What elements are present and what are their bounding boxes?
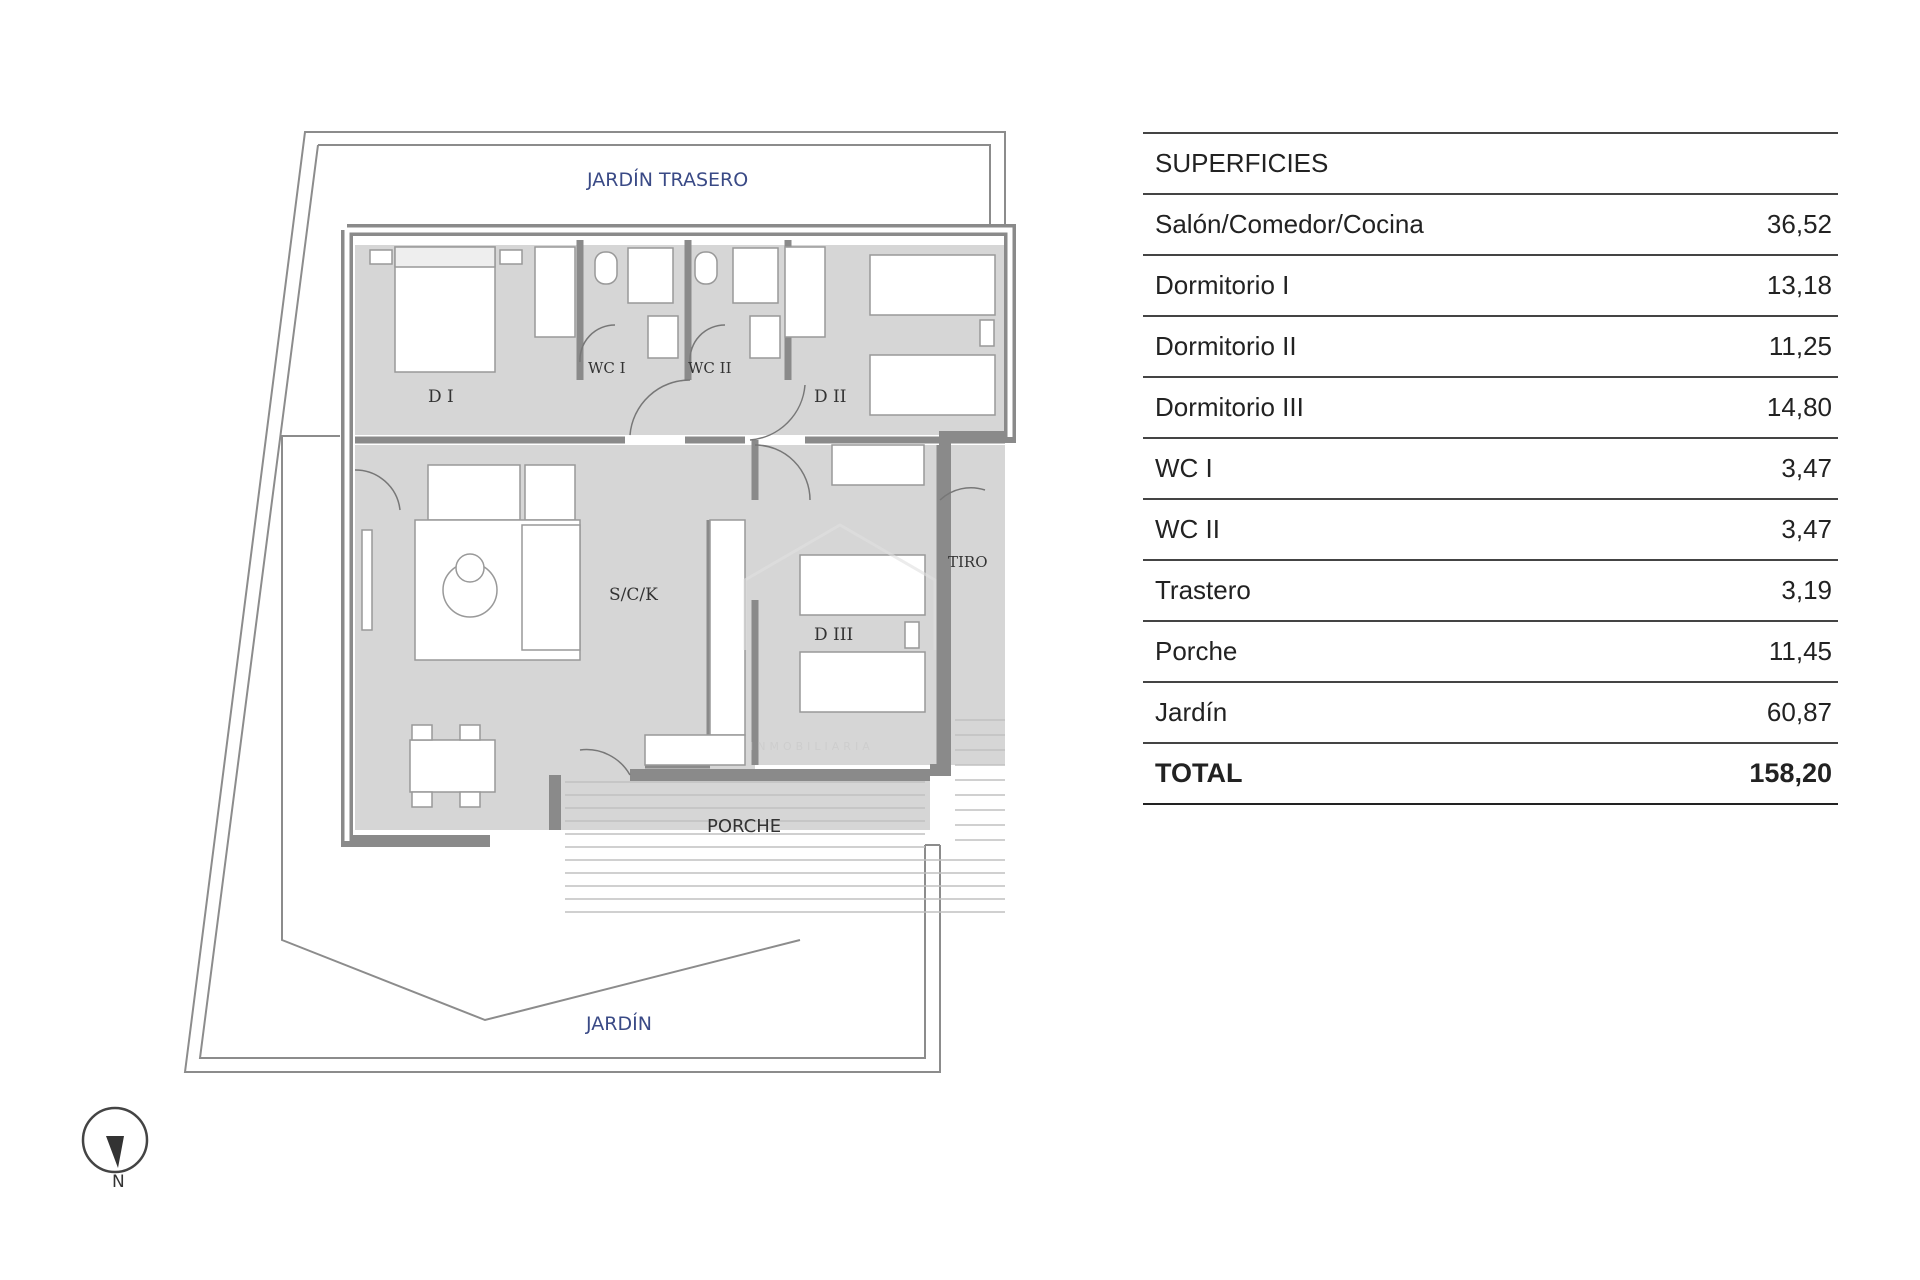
label-d3: D III xyxy=(814,625,853,645)
label-sck: S/C/K xyxy=(609,585,658,605)
label-d1: D I xyxy=(428,387,454,407)
label-tiro: TIRO xyxy=(948,553,988,571)
table-total-row: TOTAL 158,20 xyxy=(1143,744,1838,805)
surface-table: SUPERFICIES Salón/Comedor/Cocina 36,52 D… xyxy=(1143,132,1838,805)
row-label: Dormitorio II xyxy=(1155,331,1297,361)
total-label: TOTAL xyxy=(1155,758,1243,788)
door-swings xyxy=(354,324,986,776)
porch-slats xyxy=(565,719,1005,913)
row-value: 11,25 xyxy=(1768,331,1832,361)
compass-label: N xyxy=(112,1172,125,1192)
watermark: INMOBILIARIA xyxy=(743,523,937,753)
label-porche: PORCHE xyxy=(707,816,781,837)
label-jardin-trasero: JARDÍN TRASERO xyxy=(586,168,748,191)
row-value: 13,18 xyxy=(1766,270,1832,300)
table-row: Dormitorio I 13,18 xyxy=(1143,256,1838,317)
label-wc1: WC I xyxy=(588,359,626,377)
table-row: Dormitorio II 11,25 xyxy=(1143,317,1838,378)
row-label: Salón/Comedor/Cocina xyxy=(1155,209,1424,239)
row-label: Dormitorio I xyxy=(1155,270,1290,300)
table-row: WC I 3,47 xyxy=(1143,439,1838,500)
table-row: Trastero 3,19 xyxy=(1143,561,1838,622)
row-label: Porche xyxy=(1155,636,1238,666)
garden-outline xyxy=(183,131,1006,1073)
row-value: 3,47 xyxy=(1781,453,1832,483)
north-pointer-icon xyxy=(106,1136,124,1168)
watermark-text: INMOBILIARIA xyxy=(750,740,874,753)
row-value: 11,45 xyxy=(1768,636,1832,666)
row-value: 36,52 xyxy=(1766,209,1832,239)
table-row: Salón/Comedor/Cocina 36,52 xyxy=(1143,195,1838,256)
table-title: SUPERFICIES xyxy=(1155,148,1329,178)
table-row: Jardín 60,87 xyxy=(1143,683,1838,744)
row-label: Jardín xyxy=(1155,697,1228,727)
row-value: 3,47 xyxy=(1781,514,1832,544)
row-value: 3,19 xyxy=(1781,575,1832,605)
row-label: WC I xyxy=(1155,453,1213,483)
row-label: WC II xyxy=(1155,514,1220,544)
row-label: Trastero xyxy=(1155,575,1251,605)
table-row: Dormitorio III 14,80 xyxy=(1143,378,1838,439)
furniture xyxy=(361,246,996,808)
exterior-wall-inner xyxy=(344,227,1013,841)
table-row: WC II 3,47 xyxy=(1143,500,1838,561)
row-label: Dormitorio III xyxy=(1155,392,1304,422)
label-d2: D II xyxy=(814,387,846,407)
label-jardin: JARDÍN xyxy=(585,1012,652,1035)
table-row: Porche 11,45 xyxy=(1143,622,1838,683)
row-value: 14,80 xyxy=(1766,392,1832,422)
north-arrow: N xyxy=(81,1106,149,1192)
table-header: SUPERFICIES xyxy=(1143,134,1838,195)
row-value: 60,87 xyxy=(1766,697,1832,727)
total-value: 158,20 xyxy=(1749,758,1832,788)
compass-icon xyxy=(81,1106,149,1174)
label-wc2: WC II xyxy=(688,359,732,377)
